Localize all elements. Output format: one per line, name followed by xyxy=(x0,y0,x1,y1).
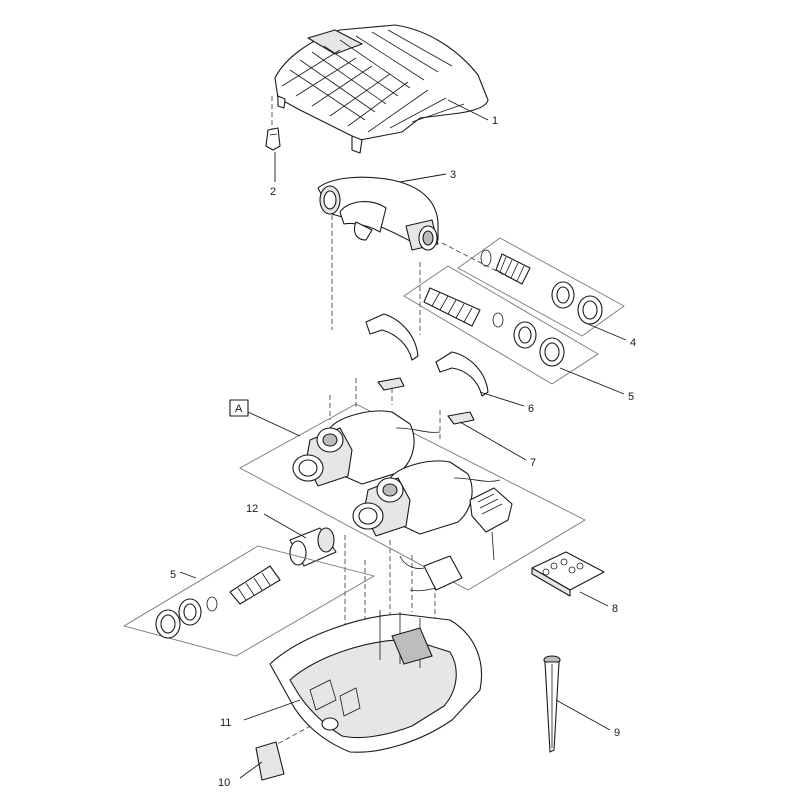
housing-base xyxy=(269,610,483,753)
callout-12: 12 xyxy=(246,503,258,515)
callout-4: 4 xyxy=(630,337,636,349)
callout-8: 8 xyxy=(612,603,618,615)
hose-kit-4 xyxy=(457,237,625,337)
callout-11: 11 xyxy=(220,717,231,729)
outlet-pipe xyxy=(317,176,439,251)
callout-6: 6 xyxy=(528,403,534,415)
group-label: A xyxy=(235,403,243,415)
remote-control xyxy=(531,551,605,597)
callout-3: 3 xyxy=(450,169,456,181)
callout-9: 9 xyxy=(614,727,620,739)
pump-group-a: A xyxy=(229,399,586,592)
pump-brackets xyxy=(365,313,489,397)
callout-1: 1 xyxy=(492,115,498,127)
pipe-adapter xyxy=(289,527,337,567)
leader-lines xyxy=(179,99,627,779)
callout-5-right: 5 xyxy=(628,391,634,403)
callout-10: 10 xyxy=(218,777,230,789)
ground-stake xyxy=(543,655,561,753)
top-cover xyxy=(274,24,489,154)
cover-plate xyxy=(255,741,285,781)
group-label-box xyxy=(229,399,249,417)
small-clips xyxy=(377,377,475,425)
callout-7: 7 xyxy=(530,457,536,469)
callout-5-left: 5 xyxy=(170,569,176,581)
hose-kit-5-right xyxy=(403,265,599,385)
cover-clip xyxy=(265,127,281,151)
callout-numbers: 1 2 3 4 5 6 7 8 9 10 11 12 5 xyxy=(170,115,636,789)
callout-2: 2 xyxy=(270,186,276,198)
hose-kit-5-left xyxy=(122,545,376,657)
